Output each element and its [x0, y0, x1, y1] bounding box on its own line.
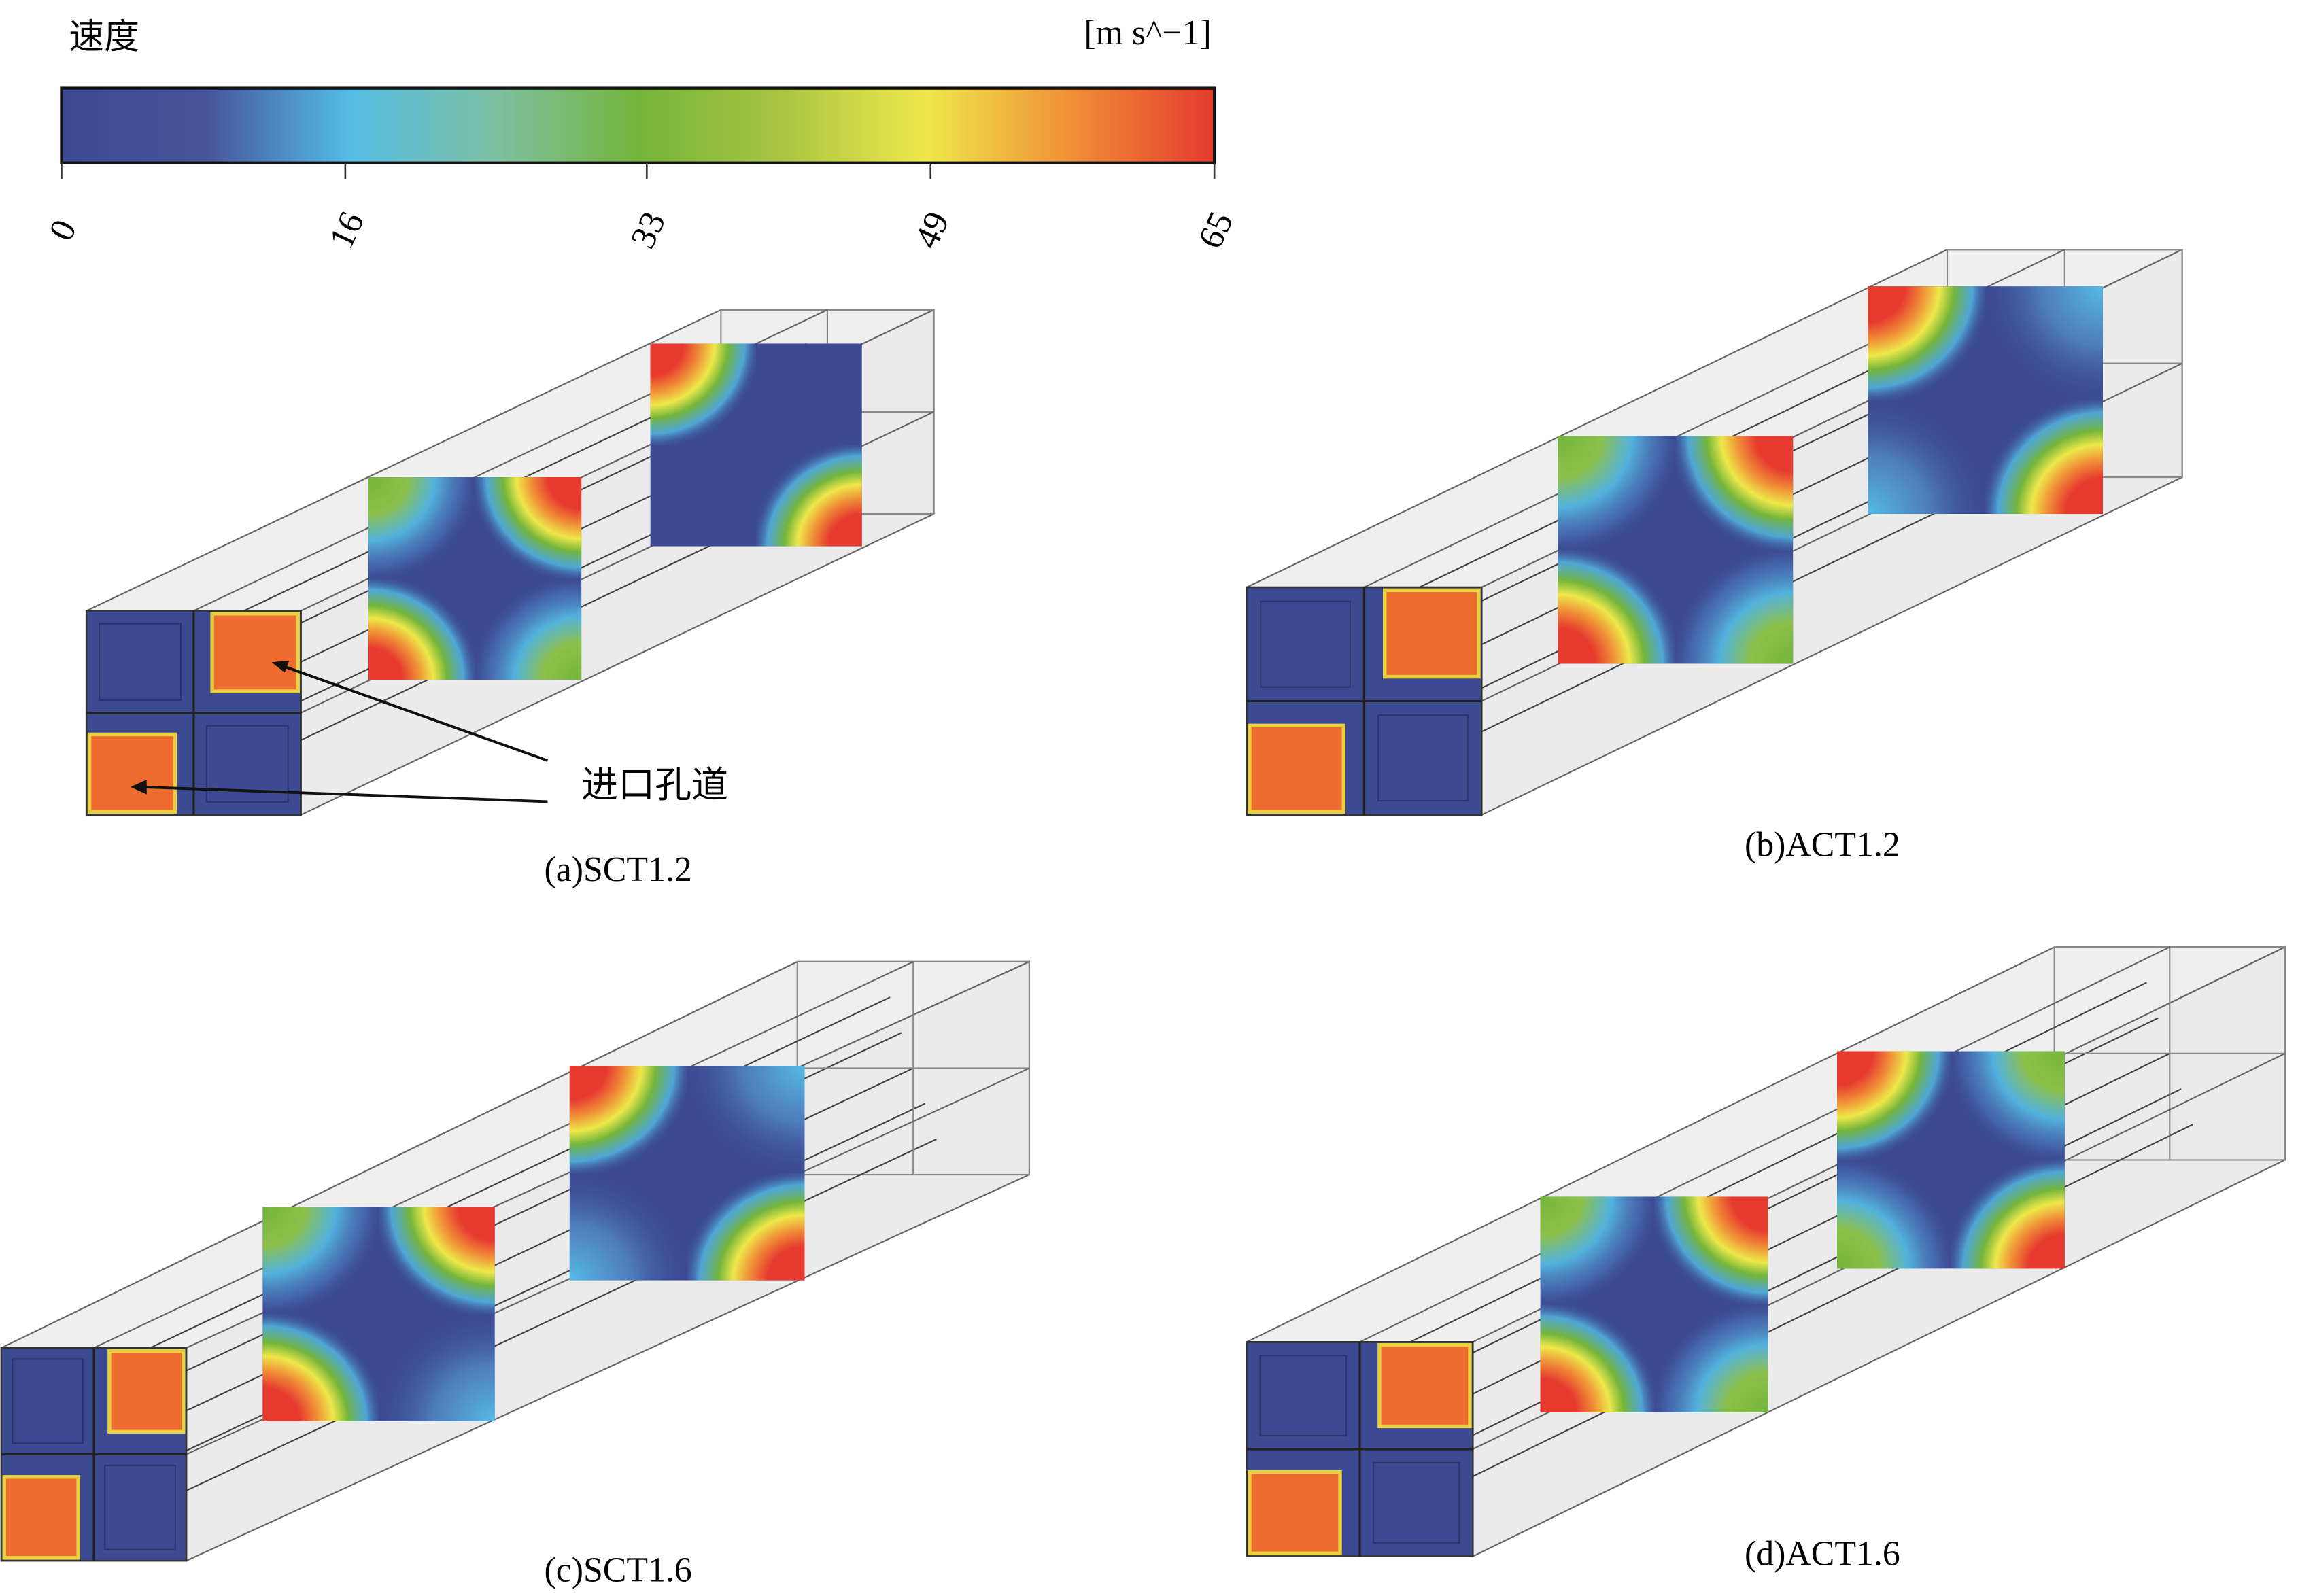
slice-corner-warm: [1654, 1304, 1768, 1412]
colorbar-tick-label: 0: [41, 214, 84, 247]
colorbar-unit: [m s^−1]: [1084, 14, 1211, 52]
slice-corner-hot: [368, 578, 475, 680]
velocity-slice: [650, 343, 862, 547]
arrowhead-icon: [130, 779, 147, 795]
panel-b: (b)ACT1.2: [1246, 248, 2183, 864]
annotation-label: 进口孔道: [581, 763, 728, 806]
slice-corner-warm: [368, 477, 475, 579]
inlet-port: [87, 732, 177, 814]
box-edge: [93, 960, 914, 1349]
annotation-arrow-1: [279, 663, 549, 762]
slice-corner-hot: [1675, 436, 1794, 550]
slice-corner-warm: [1951, 1051, 2065, 1160]
inlet-port: [1248, 723, 1345, 814]
slice-corner-warmc: [569, 1173, 687, 1281]
slice-corner-warm: [1540, 1196, 1655, 1305]
slice-corner-hot: [687, 1173, 805, 1281]
inlet-annotation: 进口孔道: [130, 661, 728, 806]
colorbar-tick-label: 49: [907, 206, 957, 254]
velocity-slice: [1868, 286, 2103, 515]
inlet-port: [2, 1475, 80, 1560]
panel-label: (a)SCT1.2: [544, 850, 691, 889]
outlet-port: [1260, 600, 1351, 688]
slice-corner-hot: [756, 445, 862, 547]
slice-corner-warmc: [1868, 400, 1986, 515]
panel-d: (d)ACT1.6: [1246, 946, 2286, 1574]
slice-corner-hot: [1654, 1196, 1768, 1305]
front-face: [1246, 586, 1483, 816]
colorbar: 速度 [m s^−1] 0 16 33 49 65: [41, 14, 1241, 254]
front-face: [85, 610, 302, 816]
velocity-slice: [1558, 436, 1794, 664]
panel-c: (c)SCT1.6: [0, 960, 1031, 1589]
outlet-port: [99, 623, 182, 701]
slice-corner-hot: [569, 1066, 687, 1173]
channel-line: [1337, 982, 2147, 1378]
front-face: [0, 1347, 188, 1562]
slice-corner-hot: [1558, 549, 1676, 664]
outlet-port: [1259, 1355, 1348, 1437]
velocity-slice: [1836, 1051, 2065, 1269]
outlet-port: [1372, 1461, 1460, 1544]
panel-label: (c)SCT1.6: [544, 1550, 691, 1589]
slice-corner-warm: [1675, 549, 1794, 664]
slice-corner-warmc: [1985, 286, 2103, 400]
front-face: [1246, 1341, 1474, 1557]
outlet-port: [12, 1358, 84, 1444]
colorbar-tick-label: 33: [623, 206, 674, 254]
slice-corner-hot: [1985, 400, 2103, 515]
box-edge: [1359, 946, 2170, 1343]
inlet-port: [210, 612, 300, 693]
velocity-slice: [368, 477, 582, 680]
velocity-slice: [1540, 1196, 1768, 1412]
panel-label: (d)ACT1.6: [1745, 1535, 1900, 1574]
slice-corner-warm: [1836, 1160, 1951, 1269]
slice-corner-hot: [1868, 286, 1986, 400]
annotation-arrow-2: [142, 785, 548, 803]
panel-label: (b)ACT1.2: [1745, 825, 1900, 864]
slice-corner-warm: [475, 578, 582, 680]
outlet-port: [104, 1464, 176, 1550]
colorbar-tick-label: 16: [322, 206, 372, 254]
inlet-port: [1382, 588, 1481, 679]
slice-corner-warm: [262, 1207, 379, 1315]
slice-corner-warmc: [379, 1314, 495, 1421]
inlet-port: [1248, 1470, 1342, 1556]
inlet-port: [107, 1349, 186, 1434]
slice-corner-hot: [1836, 1051, 1951, 1160]
slice-corner-hot: [650, 343, 757, 445]
arrowhead-icon: [271, 661, 290, 673]
slice-corner-hot: [475, 477, 582, 579]
slice-corner-hot: [1540, 1304, 1655, 1412]
outlet-port: [1377, 714, 1469, 802]
outlet-port: [205, 725, 289, 803]
slice-corner-hot: [379, 1207, 495, 1315]
slice-corner-hot: [1951, 1160, 2065, 1269]
slice-corner-warmc: [687, 1066, 805, 1173]
slice-corner-warm: [1558, 436, 1676, 550]
colorbar-tick-label: 65: [1191, 206, 1241, 254]
panel-a: (a)SCT1.2: [85, 309, 935, 889]
velocity-slice: [569, 1066, 805, 1281]
slice-corner-hot: [262, 1314, 379, 1421]
velocity-slice: [262, 1207, 495, 1421]
channel-line: [75, 996, 891, 1385]
inlet-port: [1377, 1342, 1472, 1429]
colorbar-title: 速度: [69, 16, 139, 57]
colorbar-gradient: [60, 86, 1216, 164]
